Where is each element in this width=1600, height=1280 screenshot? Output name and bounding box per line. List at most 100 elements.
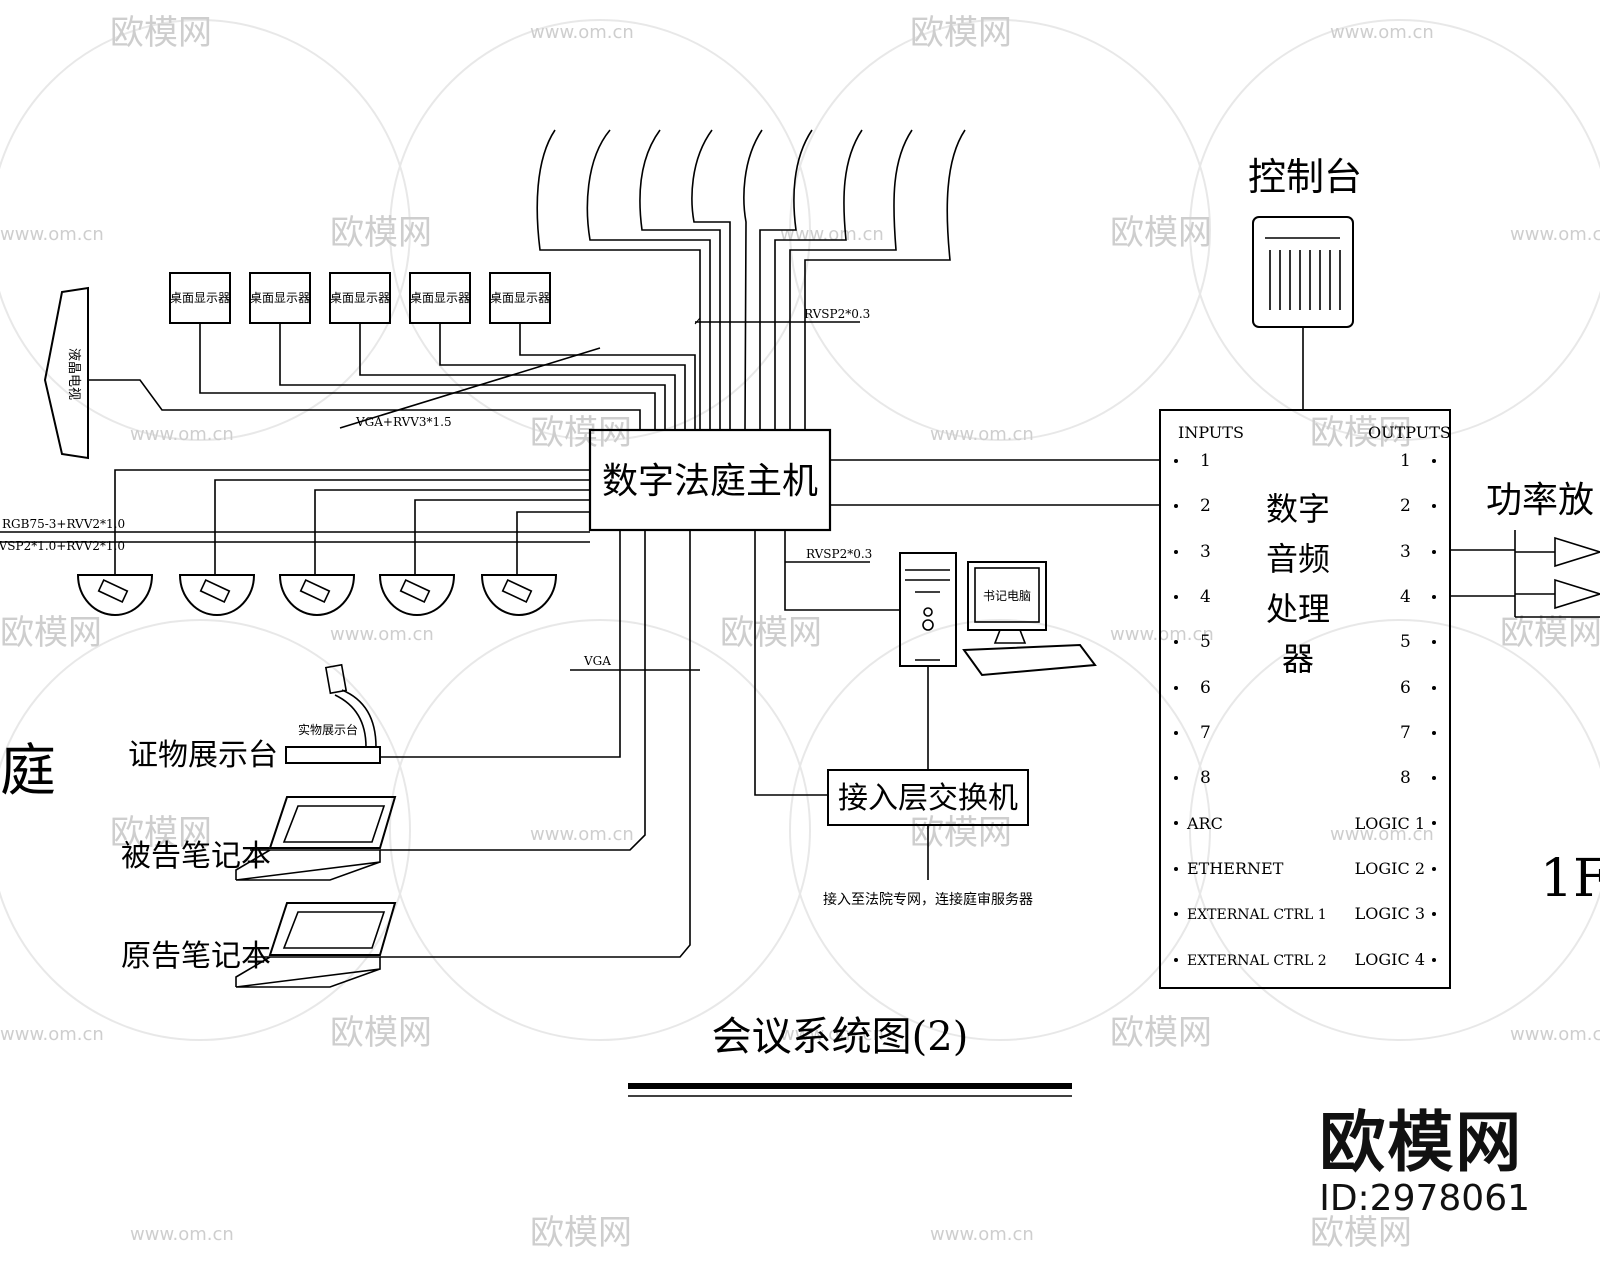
output-channel: 1 bbox=[1400, 451, 1411, 471]
dsp-input-channels: 1 2 3 4 5 6 7 8 bbox=[1200, 451, 1211, 788]
watermark-url: www.om.cn bbox=[930, 424, 1034, 445]
output-channel: 6 bbox=[1400, 678, 1411, 698]
cable-rvsp-top: RVSP2*0.3 bbox=[804, 307, 870, 321]
watermark-layer: 欧模网 www.om.cn 欧模网 www.om.cn www.om.cn 欧模… bbox=[0, 13, 1600, 1253]
watermark-url: www.om.cn bbox=[330, 624, 434, 645]
input-channel: 4 bbox=[1200, 587, 1211, 607]
watermark-url: www.om.cn bbox=[130, 1224, 234, 1245]
dsp-name: 数字 音频 处理 器 bbox=[1266, 490, 1330, 678]
monitor-group bbox=[169, 272, 696, 430]
monitor-label: 桌面显示器 bbox=[410, 291, 470, 305]
watermark-url: www.om.cn bbox=[530, 22, 634, 43]
input-channel: 2 bbox=[1200, 496, 1211, 516]
output-channel: 5 bbox=[1400, 632, 1411, 652]
monitor-label: 桌面显示器 bbox=[490, 291, 550, 305]
output-channel: 7 bbox=[1400, 723, 1411, 743]
dsp-name-line: 音频 bbox=[1266, 540, 1330, 578]
switch-label: 接入层交换机 bbox=[838, 781, 1018, 816]
dsp-left-extra: ARC ETHERNET EXTERNAL CTRL 1 EXTERNAL CT… bbox=[1186, 814, 1327, 969]
watermark-url: www.om.cn bbox=[930, 1224, 1034, 1245]
watermark-logo: 欧模网 bbox=[530, 1213, 632, 1253]
dsp-logic-label: LOGIC 2 bbox=[1355, 859, 1425, 878]
input-channel: 7 bbox=[1200, 723, 1211, 743]
diagram-title: 会议系统图(2) bbox=[712, 1014, 969, 1060]
watermark-logo: 欧模网 bbox=[1310, 413, 1412, 453]
evidence-label: 证物展示台 bbox=[128, 738, 278, 773]
dsp-name-line: 处理 bbox=[1266, 590, 1330, 628]
monitor-label: 桌面显示器 bbox=[330, 291, 390, 305]
dsp-box bbox=[1159, 409, 1451, 989]
watermark-logo: 欧模网 bbox=[330, 1013, 432, 1053]
dsp-inputs-label: INPUTS bbox=[1178, 423, 1244, 442]
watermark-logo: 欧模网 bbox=[1110, 213, 1212, 253]
watermark-logo: 欧模网 bbox=[330, 213, 432, 253]
dsp-output-channels: 1 2 3 4 5 6 7 8 bbox=[1400, 451, 1411, 788]
brand-name: 欧模网 bbox=[1319, 1104, 1524, 1181]
dsp-port-label: EXTERNAL CTRL 1 bbox=[1187, 907, 1327, 923]
watermark-url: www.om.cn bbox=[130, 424, 234, 445]
evidence-stand bbox=[285, 530, 621, 764]
control-console bbox=[1252, 216, 1354, 410]
evidence-device-label: 实物展示台 bbox=[298, 722, 358, 737]
dsp-ports bbox=[1174, 459, 1436, 962]
pc-screen-label: 书记电脑 bbox=[983, 589, 1031, 603]
pc-monitor bbox=[962, 561, 1097, 677]
console-label: 控制台 bbox=[1248, 155, 1362, 199]
watermark-url: www.om.cn bbox=[0, 224, 104, 245]
brand-block: 欧模网 ID:2978061 bbox=[1319, 1108, 1530, 1220]
cable-rvsp-pc: RVSP2*0.3 bbox=[806, 547, 872, 561]
monitor-label: 桌面显示器 bbox=[250, 291, 310, 305]
power-amp bbox=[1450, 530, 1600, 618]
watermark-url: www.om.cn bbox=[530, 824, 634, 845]
watermark-url: www.om.cn bbox=[1510, 1024, 1600, 1045]
cable-rgb: RGB75-3+RVV2*1.0 bbox=[2, 517, 125, 531]
brand-id: ID:2978061 bbox=[1319, 1178, 1530, 1219]
dsp-logic-label: LOGIC 3 bbox=[1355, 904, 1425, 923]
watermark-logo: 欧模网 bbox=[1500, 613, 1600, 653]
dsp-name-line: 数字 bbox=[1266, 490, 1330, 528]
dsp-logic-label: LOGIC 1 bbox=[1355, 814, 1425, 833]
side-char: 庭 bbox=[0, 739, 56, 804]
monitor-labels: 桌面显示器 桌面显示器 桌面显示器 桌面显示器 桌面显示器 bbox=[170, 291, 550, 305]
output-channel: 8 bbox=[1400, 768, 1411, 788]
watermark-url: www.om.cn bbox=[0, 1024, 104, 1045]
switch-note: 接入至法院专网，连接庭审服务器 bbox=[823, 891, 1033, 908]
watermark-logo: 欧模网 bbox=[530, 413, 632, 453]
dsp-port-label: EXTERNAL CTRL 2 bbox=[1187, 953, 1327, 969]
pc-tower bbox=[899, 552, 957, 667]
input-channel: 8 bbox=[1200, 768, 1211, 788]
watermark-logo: 欧模网 bbox=[910, 13, 1012, 53]
microphone-cables bbox=[536, 129, 966, 431]
input-channel: 5 bbox=[1200, 632, 1211, 652]
dsp-logic-label: LOGIC 4 bbox=[1355, 950, 1425, 969]
watermark-url: www.om.cn bbox=[1330, 824, 1434, 845]
watermark-logo: 欧模网 bbox=[720, 613, 822, 653]
input-channel: 6 bbox=[1200, 678, 1211, 698]
watermark-logo: 欧模网 bbox=[1110, 1013, 1212, 1053]
amp-label: 功率放 bbox=[1486, 480, 1594, 521]
watermark-url: www.om.cn bbox=[1330, 22, 1434, 43]
plaintiff-laptop bbox=[235, 530, 691, 988]
monitor-label: 桌面显示器 bbox=[170, 291, 230, 305]
output-channel: 3 bbox=[1400, 542, 1411, 562]
cable-vga: VGA bbox=[583, 654, 611, 668]
camera-group bbox=[0, 469, 590, 616]
watermark-url: www.om.cn bbox=[780, 1024, 884, 1045]
input-channel: 3 bbox=[1200, 542, 1211, 562]
cable-rvsp-cam: RVSP2*1.0+RVV2*1.0 bbox=[0, 539, 125, 553]
input-channel: 1 bbox=[1200, 451, 1211, 471]
defendant-laptop bbox=[235, 530, 646, 881]
watermark-url: www.om.cn bbox=[1110, 624, 1214, 645]
floor-label: 1F bbox=[1540, 849, 1600, 909]
tv-screen bbox=[43, 286, 641, 460]
tv-label: 液晶电视 bbox=[66, 348, 81, 400]
dsp-right-extra: LOGIC 1 LOGIC 2 LOGIC 3 LOGIC 4 bbox=[1355, 814, 1425, 969]
dsp-port-label: ARC bbox=[1186, 814, 1223, 833]
court-host-label: 数字法庭主机 bbox=[602, 461, 818, 502]
plaintiff-label: 原告笔记本 bbox=[121, 939, 271, 974]
dsp-outputs-label: OUTPUTS bbox=[1368, 423, 1451, 442]
output-channel: 4 bbox=[1400, 587, 1411, 607]
watermark-url: www.om.cn bbox=[1510, 224, 1600, 245]
dsp-name-line: 器 bbox=[1282, 640, 1314, 678]
